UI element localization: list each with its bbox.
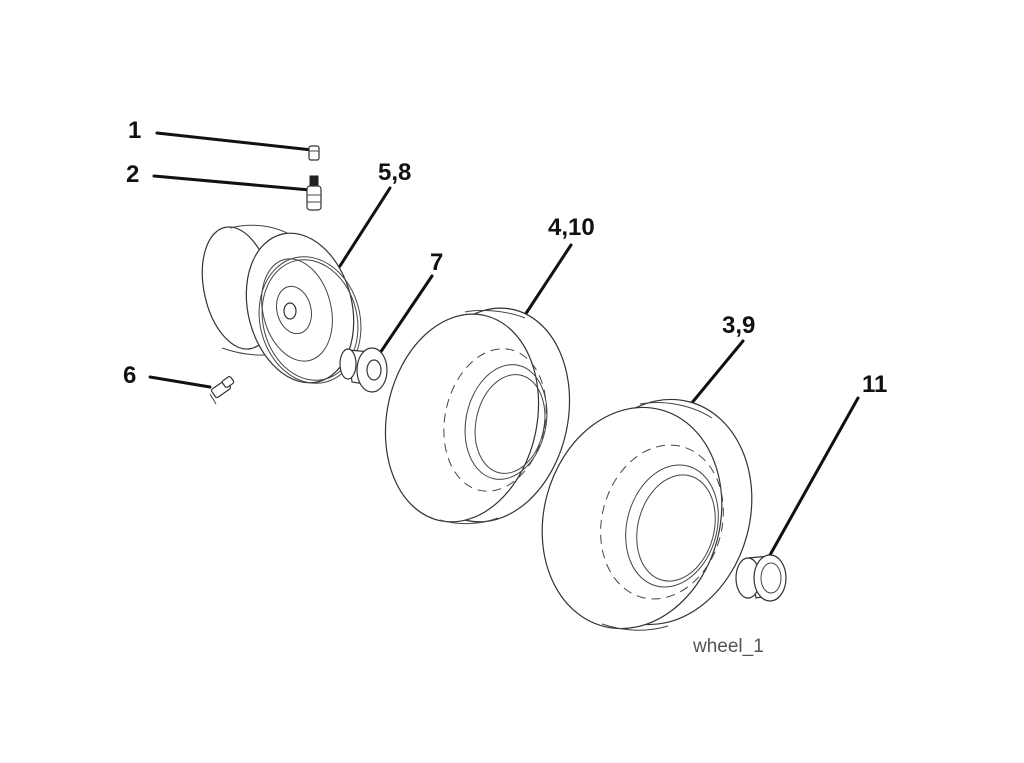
valve-stem-part xyxy=(306,175,322,211)
leader-line-11 xyxy=(768,396,860,557)
callout-label-2: 2 xyxy=(126,161,139,188)
callout-label-4-10: 4,10 xyxy=(548,214,595,241)
wheel-rim-part xyxy=(201,224,355,384)
leader-line-5-8 xyxy=(338,186,392,268)
front-tire-part xyxy=(384,307,571,525)
leader-line-3-9 xyxy=(684,339,745,412)
callout-label-5-8: 5,8 xyxy=(378,159,411,186)
callout-label-11: 11 xyxy=(862,371,887,398)
spacer-part xyxy=(735,554,787,602)
leader-line-4-10 xyxy=(521,243,573,320)
rear-tire-part xyxy=(541,398,753,631)
leader-line-6 xyxy=(148,375,212,389)
leader-line-7 xyxy=(376,274,434,358)
grease-fitting-part xyxy=(209,376,235,405)
callout-label-1: 1 xyxy=(128,117,141,144)
bushing-part xyxy=(339,347,388,393)
diagram-caption: wheel_1 xyxy=(692,636,764,657)
leader-line-2 xyxy=(152,174,312,192)
callout-label-6: 6 xyxy=(123,362,136,389)
o-ring-part xyxy=(258,256,362,384)
leader-line-1 xyxy=(155,131,314,152)
callout-label-7: 7 xyxy=(430,249,443,276)
valve-cap-part xyxy=(308,145,320,161)
callout-label-3-9: 3,9 xyxy=(722,312,755,339)
